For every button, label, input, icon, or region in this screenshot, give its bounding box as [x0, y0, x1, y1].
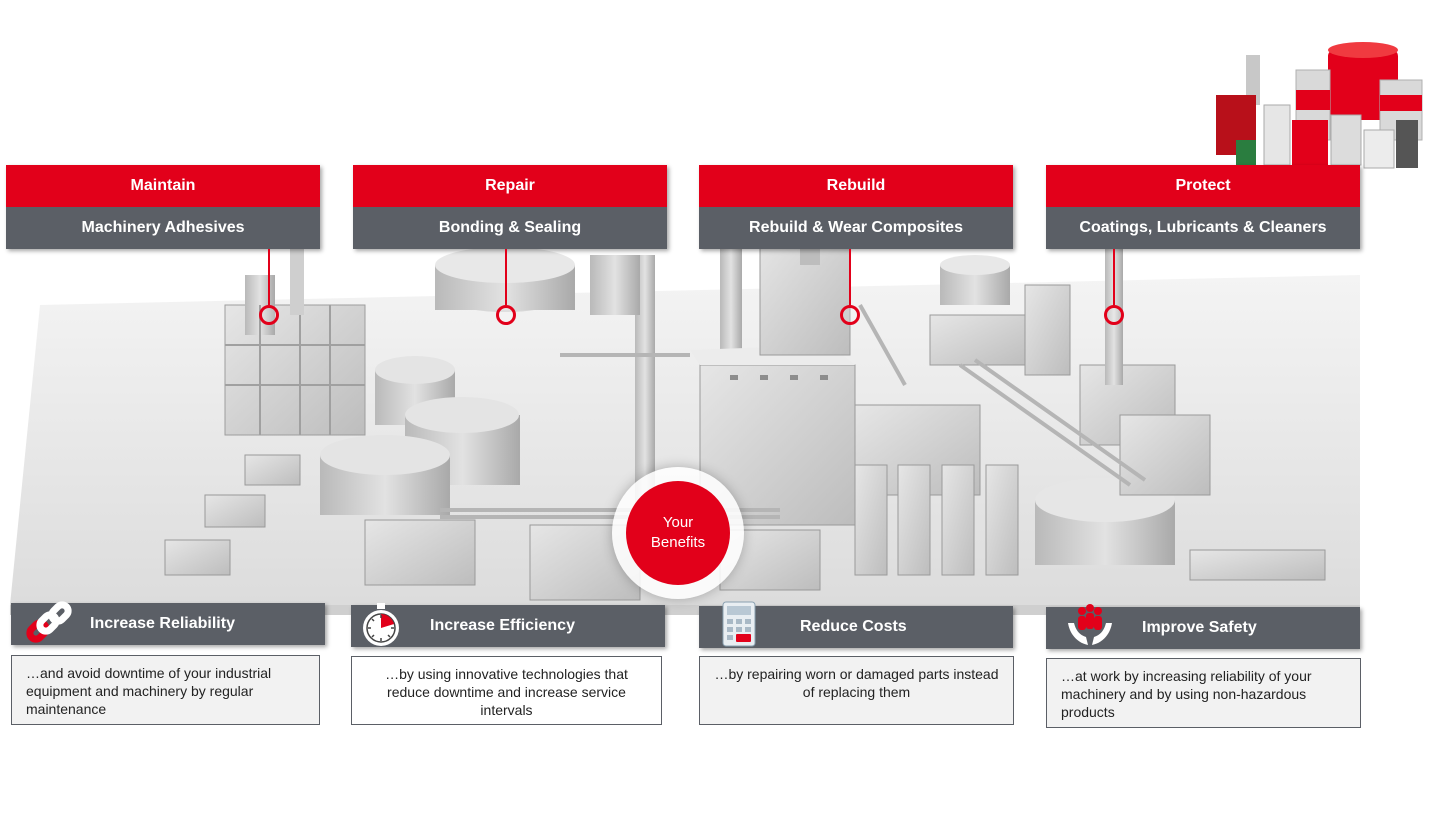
category-title: Protect	[1046, 165, 1360, 207]
category-subtitle: Machinery Adhesives	[6, 207, 320, 249]
benefit-increase-efficiency[interactable]: Increase Efficiency	[351, 603, 665, 647]
pin-line-rebuild	[849, 249, 851, 305]
pin-line-maintain	[268, 249, 270, 305]
benefit-description: …and avoid downtime of your industrial e…	[11, 655, 320, 725]
category-maintain[interactable]: Maintain Machinery Adhesives	[6, 165, 320, 249]
benefit-reduce-costs[interactable]: Reduce Costs	[699, 601, 1013, 648]
broken-chain-icon	[23, 597, 75, 649]
badge-line-1: Your	[662, 514, 694, 531]
pin-marker-protect[interactable]	[1104, 305, 1124, 325]
benefit-label: Improve Safety	[1142, 619, 1257, 636]
stopwatch-icon	[355, 599, 407, 651]
your-benefits-badge[interactable]: Your Benefits	[612, 467, 744, 599]
benefit-increase-reliability[interactable]: Increase Reliability	[11, 601, 325, 645]
benefit-label: Increase Efficiency	[430, 617, 575, 634]
badge-line-2: Benefits	[650, 534, 706, 551]
protecting-hands-icon	[1064, 601, 1116, 653]
pin-line-protect	[1113, 249, 1115, 305]
category-title: Repair	[353, 165, 667, 207]
category-title: Rebuild	[699, 165, 1013, 207]
product-range-image	[1206, 40, 1442, 176]
calculator-icon	[713, 600, 765, 652]
pin-marker-repair[interactable]	[496, 305, 516, 325]
pin-marker-maintain[interactable]	[259, 305, 279, 325]
pin-marker-rebuild[interactable]	[840, 305, 860, 325]
benefit-label: Increase Reliability	[90, 615, 235, 632]
category-subtitle: Rebuild & Wear Composites	[699, 207, 1013, 249]
category-title: Maintain	[6, 165, 320, 207]
category-rebuild[interactable]: Rebuild Rebuild & Wear Composites	[699, 165, 1013, 249]
benefit-description: …at work by increasing reliability of yo…	[1046, 658, 1361, 728]
category-protect[interactable]: Protect Coatings, Lubricants & Cleaners	[1046, 165, 1360, 249]
category-repair[interactable]: Repair Bonding & Sealing	[353, 165, 667, 249]
category-subtitle: Coatings, Lubricants & Cleaners	[1046, 207, 1360, 249]
benefit-description: …by using innovative technologies that r…	[351, 656, 662, 725]
benefit-improve-safety[interactable]: Improve Safety	[1046, 604, 1360, 649]
pin-line-repair	[505, 249, 507, 305]
benefit-description: …by repairing worn or damaged parts inst…	[699, 656, 1014, 725]
category-subtitle: Bonding & Sealing	[353, 207, 667, 249]
benefit-label: Reduce Costs	[800, 618, 907, 635]
